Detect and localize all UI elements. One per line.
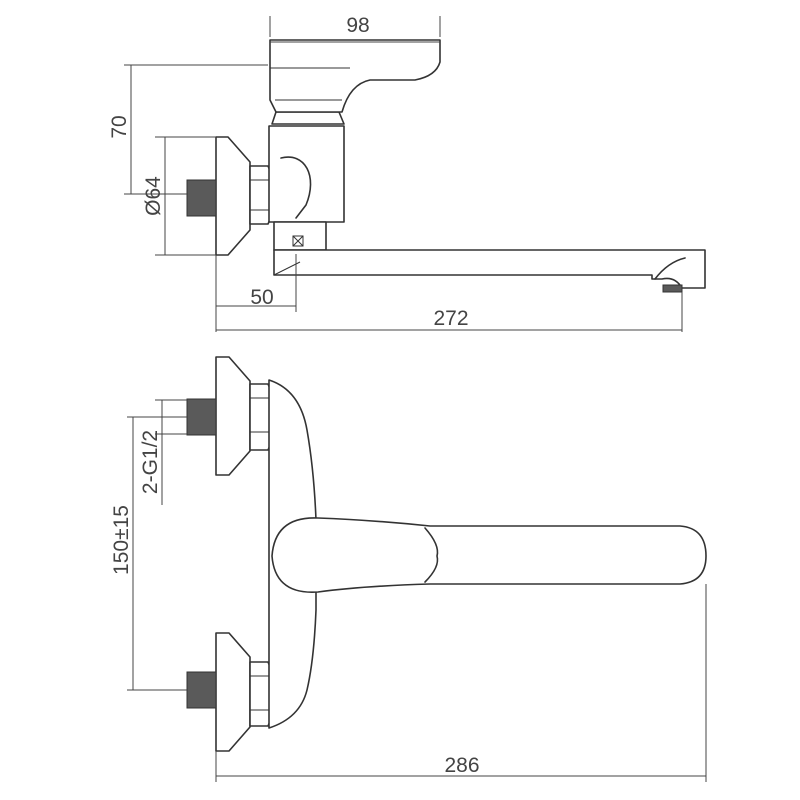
side-aerator [662,284,683,293]
lower-wall-flange [215,632,251,752]
dim-spout-offset: 50 [250,286,273,309]
top-lever-handle [271,517,707,593]
side-inlet-thread [186,179,217,217]
side-view: 98 70 Ø64 50 272 [108,14,706,332]
side-cartridge-cap [271,111,345,125]
side-mixer-body [268,125,345,223]
side-lever-handle [269,39,441,113]
dim-flange-diameter: Ø64 [142,176,165,216]
upper-wall-flange [215,356,251,476]
side-spout-tube [273,249,706,289]
dim-top-width: 98 [346,14,369,37]
dim-top-height: 70 [108,115,131,138]
dim-bottom-length: 286 [444,754,479,777]
upper-inlet-thread [186,398,217,436]
dim-top-length: 272 [433,307,468,330]
side-wall-flange [215,136,251,256]
lower-inlet-thread [186,671,217,709]
top-view: 2-G1/2 150±15 286 [110,356,707,782]
dim-inlet-spacing: 150±15 [110,505,133,575]
side-spout-marker [292,235,304,247]
dim-inlet-thread: 2-G1/2 [139,430,162,494]
